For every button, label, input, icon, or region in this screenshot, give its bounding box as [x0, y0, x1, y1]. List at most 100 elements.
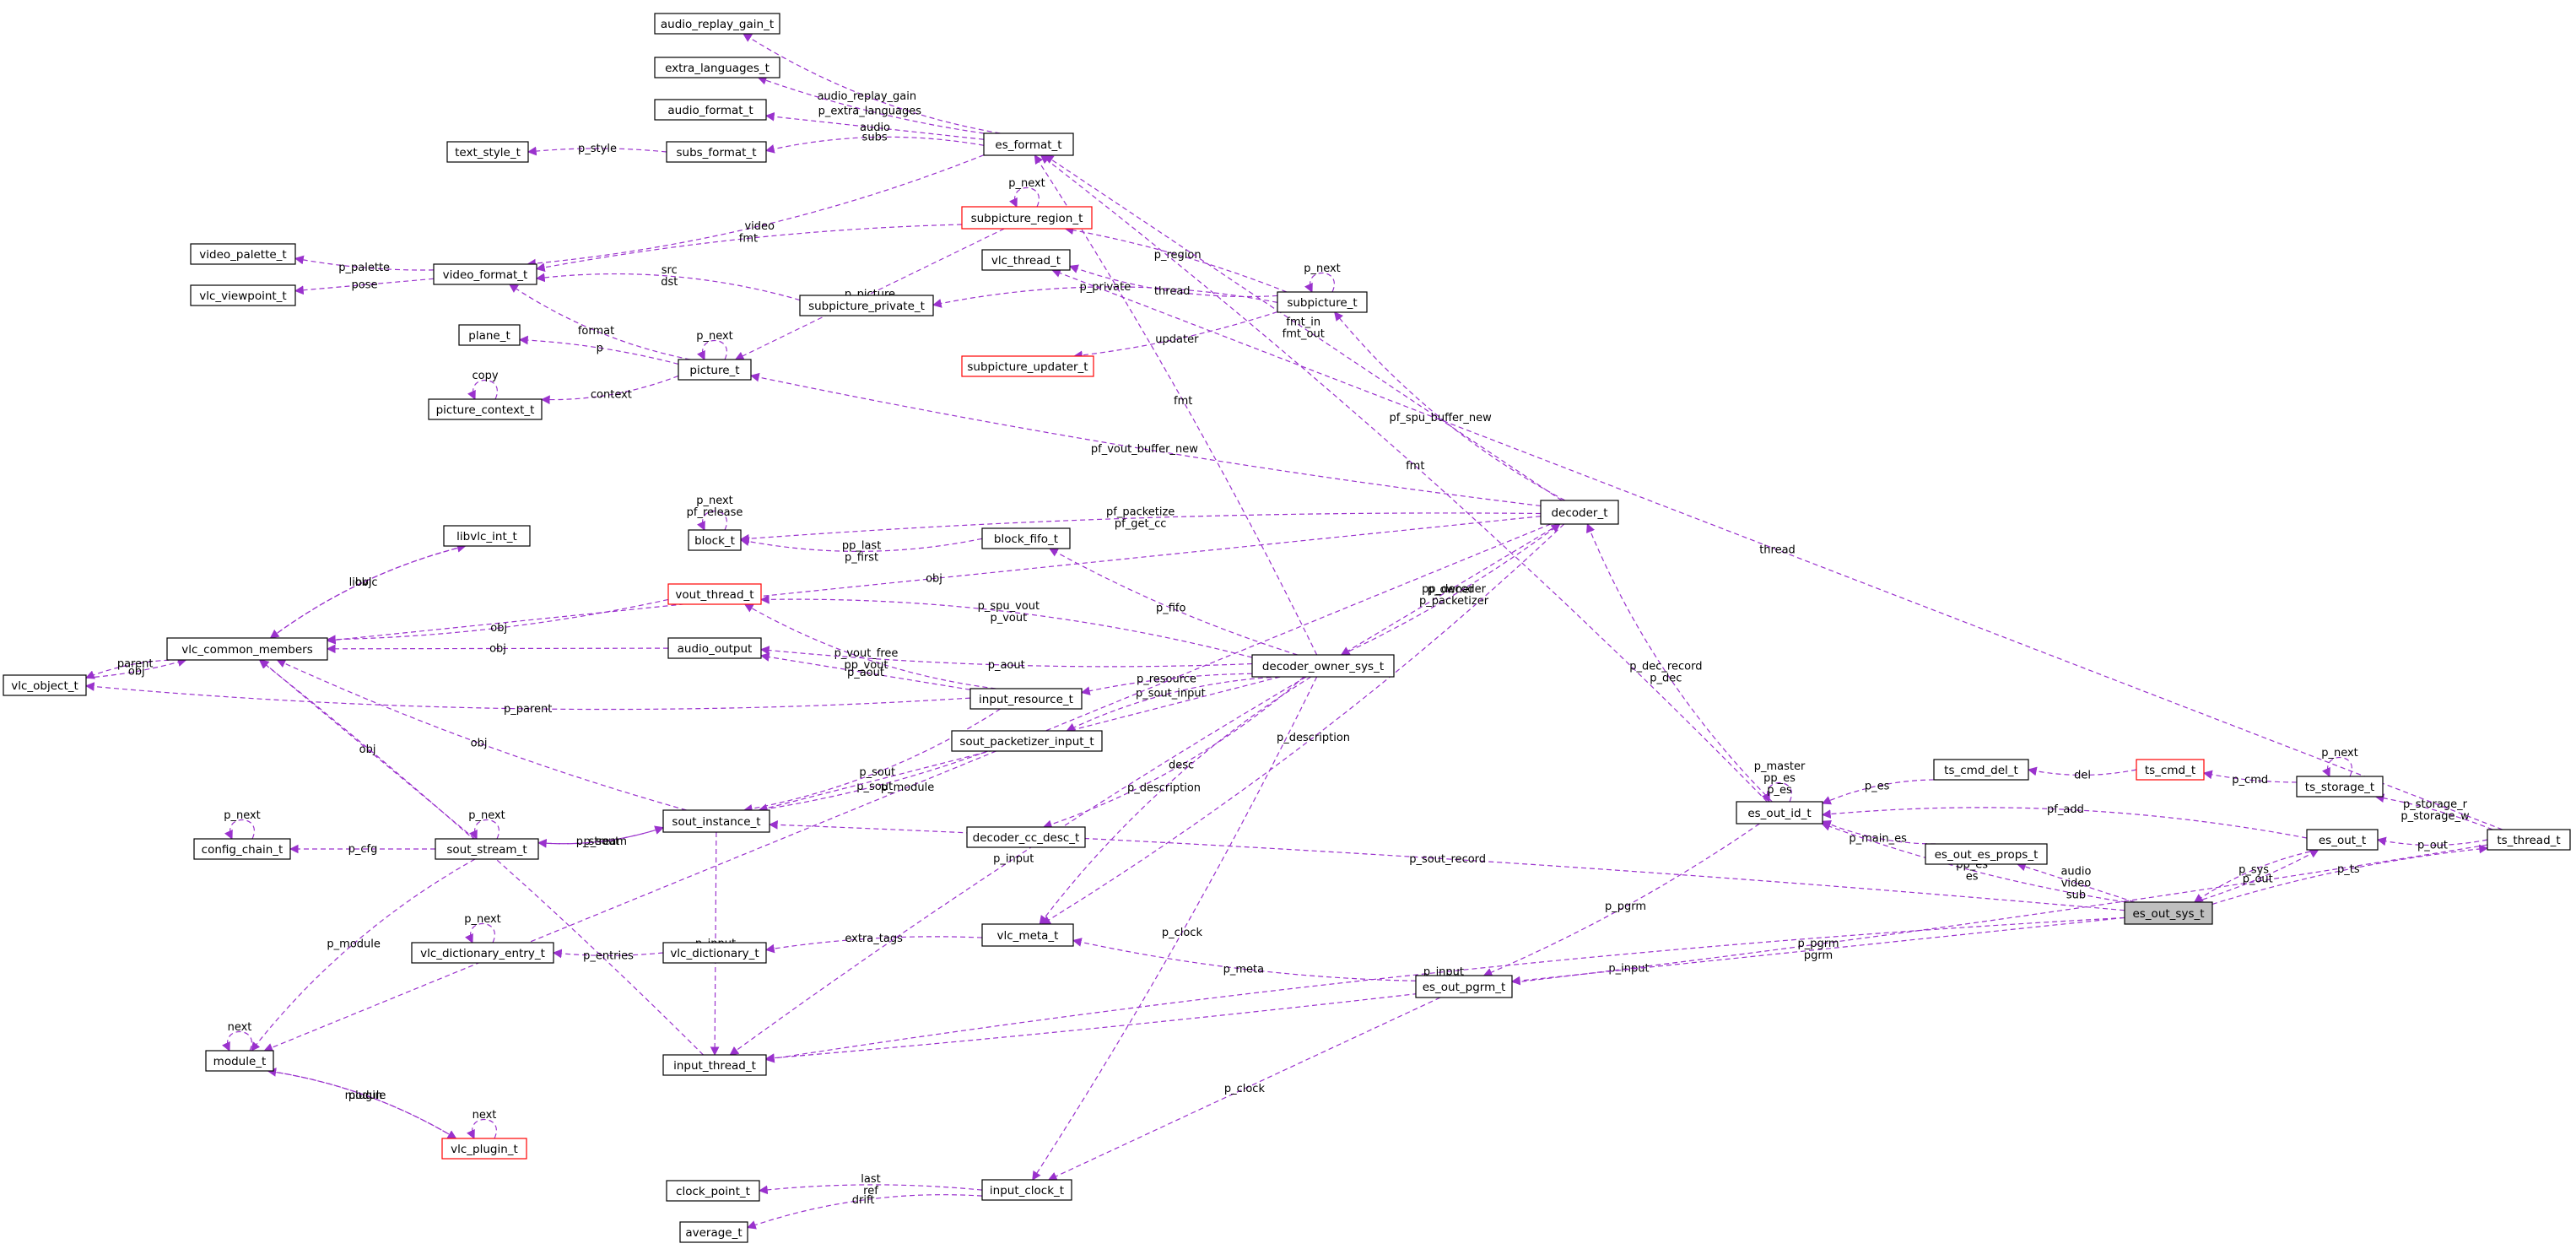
node-clock-point-t[interactable]: clock_point_t: [666, 1180, 760, 1202]
edge-line: [1822, 779, 1935, 805]
node-sout-packetizer-input-t[interactable]: sout_packetizer_input_t: [951, 730, 1103, 752]
node-label: audio_format_t: [667, 104, 753, 117]
edge-es_format_t-to-audio_replay_gain_t: audio_replay_gain: [743, 33, 1001, 134]
node-vlc-dictionary-t[interactable]: vlc_dictionary_t: [662, 942, 767, 964]
edge-ts_cmd_del_t-to-es_out_id_t: p_es: [1822, 779, 1935, 805]
node-subs-format-t[interactable]: subs_format_t: [666, 141, 767, 163]
edge-line: [1586, 523, 1773, 803]
edge-decoder_owner_sys_t-to-sout_packetizer_input_t: p_sout_input: [1066, 676, 1280, 732]
node-extra-languages-t[interactable]: extra_languages_t: [654, 57, 780, 78]
edge-label: pf_vout_buffer_new: [1091, 443, 1198, 456]
node-box: [799, 295, 934, 316]
node-block-t[interactable]: block_t: [688, 529, 742, 551]
edge-picture_t-to-video_format_t: format: [508, 284, 691, 360]
edge-es_out_sys_t-to-es_out_t: p_out: [2194, 849, 2319, 903]
node-box: [2124, 901, 2213, 925]
edge-picture_t-to-picture_context_t: context: [540, 375, 679, 405]
node-vlc-viewpoint-t[interactable]: vlc_viewpoint_t: [190, 284, 296, 306]
edge-ts_thread_t-to-vlc_thread_t: thread: [1051, 268, 2503, 830]
edge-subpicture_region_t-to-subpicture_region_t: p_next: [1008, 177, 1045, 208]
node-input-clock-t[interactable]: input_clock_t: [981, 1179, 1072, 1201]
node-video-palette-t[interactable]: video_palette_t: [190, 243, 296, 265]
node-sout-stream-t[interactable]: sout_stream_t: [435, 838, 539, 860]
edge-label: p_next: [224, 809, 261, 822]
node-vout-thread-t[interactable]: vout_thread_t: [667, 583, 762, 605]
edge-ts_thread_t-to-es_out_t: p_out: [2376, 836, 2488, 852]
edge-line: [1080, 673, 1253, 695]
node-es-out-sys-t[interactable]: es_out_sys_t: [2124, 901, 2213, 925]
node-vlc-dictionary-entry-t[interactable]: vlc_dictionary_entry_t: [411, 942, 554, 964]
node-box: [688, 529, 742, 551]
node-picture-context-t[interactable]: picture_context_t: [428, 398, 543, 420]
edge-line: [469, 819, 500, 840]
edge-line: [768, 819, 2125, 911]
edge-label: p_input: [993, 853, 1034, 866]
edge-vlc_plugin_t-to-module_t: module: [267, 1068, 456, 1139]
node-average-t[interactable]: average_t: [679, 1221, 748, 1243]
edge-label: p_module: [327, 938, 380, 950]
edge-subpicture_t-to-subpicture_t: p_next: [1304, 262, 1341, 293]
edge-es_out_pgrm_t-to-input_clock_t: p_clock: [1047, 997, 1441, 1181]
node-box: [654, 99, 767, 121]
node-audio-output[interactable]: audio_output: [667, 637, 762, 659]
node-audio-format-t[interactable]: audio_format_t: [654, 99, 767, 121]
edge-label: drift: [852, 1194, 875, 1207]
node-libvlc-int-t[interactable]: libvlc_int_t: [443, 525, 531, 547]
node-ts-cmd-del-t[interactable]: ts_cmd_del_t: [1933, 759, 2029, 781]
edge-label: p_sout: [856, 781, 893, 793]
edge-line: [508, 284, 691, 360]
node-block-fifo-t[interactable]: block_fifo_t: [981, 527, 1071, 549]
edge-line: [224, 819, 255, 840]
node-video-format-t[interactable]: video_format_t: [433, 263, 537, 285]
node-label: ts_cmd_t: [2145, 764, 2195, 777]
node-vlc-meta-t[interactable]: vlc_meta_t: [981, 923, 1074, 947]
node-input-resource-t[interactable]: input_resource_t: [969, 688, 1083, 710]
edge-vlc_common_members-to-libvlc_int_t: libvlc: [270, 543, 467, 639]
edge-module_t-to-module_t: next: [222, 1021, 252, 1052]
edge-input_resource_t-to-audio_output: p_aout: [759, 652, 971, 690]
node-ts-storage-t[interactable]: ts_storage_t: [2296, 776, 2384, 798]
edge-line: [932, 286, 1278, 308]
edge-line: [1821, 822, 2126, 903]
edge-line: [1049, 548, 1298, 656]
node-audio-replay-gain-t[interactable]: audio_replay_gain_t: [654, 13, 780, 35]
node-es-out-es-props-t[interactable]: es_out_es_props_t: [1925, 843, 2048, 865]
node-ts-cmd-t[interactable]: ts_cmd_t: [2136, 759, 2205, 781]
node-box: [983, 132, 1074, 156]
node-vlc-thread-t[interactable]: vlc_thread_t: [981, 249, 1071, 271]
node-label: picture_context_t: [436, 403, 535, 417]
node-ts-thread-t[interactable]: ts_thread_t: [2487, 829, 2571, 851]
node-config-chain-t[interactable]: config_chain_t: [193, 838, 291, 860]
edge-line: [2211, 844, 2489, 905]
node-subpicture-updater-t[interactable]: subpicture_updater_t: [961, 355, 1094, 377]
node-subpicture-region-t[interactable]: subpicture_region_t: [961, 206, 1093, 230]
edge-decoder_owner_sys_t-to-decoder_cc_desc_t: desc: [1042, 676, 1304, 830]
node-vlc-object-t[interactable]: vlc_object_t: [3, 674, 87, 696]
node-es-out-t[interactable]: es_out_t: [2306, 829, 2379, 851]
node-plane-t[interactable]: plane_t: [458, 324, 521, 346]
node-decoder-cc-desc-t[interactable]: decoder_cc_desc_t: [966, 826, 1086, 848]
node-es-out-pgrm-t[interactable]: es_out_pgrm_t: [1415, 975, 1513, 998]
node-es-out-id-t[interactable]: es_out_id_t: [1736, 801, 1823, 825]
node-decoder-t[interactable]: decoder_t: [1540, 500, 1619, 525]
node-picture-t[interactable]: picture_t: [678, 359, 752, 381]
node-vlc-plugin-t[interactable]: vlc_plugin_t: [441, 1138, 527, 1160]
node-es-format-t[interactable]: es_format_t: [983, 132, 1074, 156]
node-vlc-common-members[interactable]: vlc_common_members: [166, 637, 328, 661]
node-decoder-owner-sys-t[interactable]: decoder_owner_sys_t: [1251, 654, 1395, 678]
node-subpicture-t[interactable]: subpicture_t: [1277, 291, 1368, 313]
node-module-t[interactable]: module_t: [205, 1050, 274, 1072]
edge-audio_output-to-vlc_common_members: obj: [326, 642, 669, 655]
edge-label: fmt: [739, 232, 758, 245]
node-label: module_t: [213, 1055, 267, 1068]
node-subpicture-private-t[interactable]: subpicture_private_t: [799, 295, 934, 316]
node-label: libvlc_int_t: [456, 530, 517, 543]
node-sout-instance-t[interactable]: sout_instance_t: [662, 809, 770, 833]
edge-line: [2322, 757, 2352, 777]
node-text-style-t[interactable]: text_style_t: [446, 141, 529, 163]
node-input-thread-t[interactable]: input_thread_t: [662, 1054, 767, 1076]
